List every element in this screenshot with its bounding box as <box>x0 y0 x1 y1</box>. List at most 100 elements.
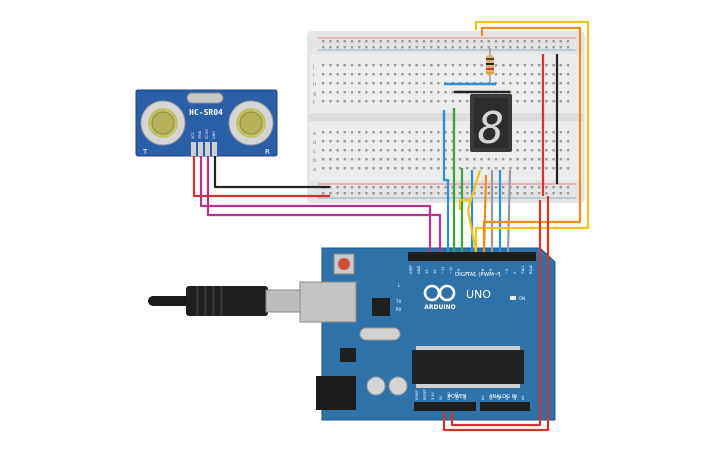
breadboard-hole[interactable] <box>365 40 368 43</box>
breadboard-hole[interactable] <box>466 64 469 67</box>
breadboard-hole[interactable] <box>365 100 368 103</box>
breadboard-hole[interactable] <box>408 192 411 195</box>
breadboard-hole[interactable] <box>444 64 447 67</box>
breadboard-hole[interactable] <box>437 40 440 43</box>
breadboard-hole[interactable] <box>451 192 454 195</box>
breadboard-hole[interactable] <box>559 167 562 170</box>
breadboard-hole[interactable] <box>523 64 526 67</box>
breadboard-hole[interactable] <box>559 140 562 143</box>
breadboard-hole[interactable] <box>365 149 368 152</box>
breadboard-hole[interactable] <box>509 82 512 85</box>
breadboard-hole[interactable] <box>401 167 404 170</box>
breadboard-hole[interactable] <box>422 167 426 170</box>
breadboard-hole[interactable] <box>566 140 570 143</box>
seven-segment-display[interactable]: 8 <box>470 94 512 154</box>
breadboard-hole[interactable] <box>430 91 433 94</box>
breadboard-hole[interactable] <box>358 158 361 161</box>
breadboard-hole[interactable] <box>372 73 375 76</box>
breadboard-hole[interactable] <box>530 167 534 170</box>
breadboard-hole[interactable] <box>358 73 361 76</box>
breadboard-hole[interactable] <box>394 140 397 143</box>
breadboard-hole[interactable] <box>336 186 339 189</box>
breadboard-hole[interactable] <box>343 73 346 76</box>
breadboard-hole[interactable] <box>350 40 354 43</box>
breadboard-hole[interactable] <box>430 46 433 49</box>
breadboard-hole[interactable] <box>523 82 526 85</box>
breadboard-hole[interactable] <box>538 192 541 195</box>
breadboard-hole[interactable] <box>545 167 548 170</box>
breadboard-hole[interactable] <box>480 192 483 195</box>
breadboard-hole[interactable] <box>480 64 483 67</box>
breadboard-hole[interactable] <box>422 131 426 134</box>
reset-button[interactable] <box>333 253 355 275</box>
breadboard-hole[interactable] <box>545 73 548 76</box>
breadboard-hole[interactable] <box>394 158 397 161</box>
breadboard-hole[interactable] <box>408 158 411 161</box>
breadboard-hole[interactable] <box>358 149 361 152</box>
breadboard-hole[interactable] <box>386 186 390 189</box>
breadboard-hole[interactable] <box>545 140 548 143</box>
breadboard-hole[interactable] <box>408 82 411 85</box>
breadboard-hole[interactable] <box>415 167 418 170</box>
breadboard-hole[interactable] <box>372 158 375 161</box>
breadboard-hole[interactable] <box>545 91 548 94</box>
breadboard-hole[interactable] <box>437 149 440 152</box>
breadboard-hole[interactable] <box>322 82 325 85</box>
breadboard-hole[interactable] <box>365 167 368 170</box>
breadboard-hole[interactable] <box>422 140 426 143</box>
breadboard-hole[interactable] <box>329 46 332 49</box>
breadboard-hole[interactable] <box>329 131 332 134</box>
breadboard-hole[interactable] <box>386 46 390 49</box>
breadboard-hole[interactable] <box>451 131 454 134</box>
breadboard-hole[interactable] <box>322 149 325 152</box>
breadboard-hole[interactable] <box>451 149 454 152</box>
breadboard-hole[interactable] <box>444 131 447 134</box>
breadboard-hole[interactable] <box>401 100 404 103</box>
breadboard-hole[interactable] <box>516 149 519 152</box>
breadboard-hole[interactable] <box>480 73 483 76</box>
breadboard-hole[interactable] <box>566 64 570 67</box>
breadboard-hole[interactable] <box>502 73 505 76</box>
breadboard-hole[interactable] <box>394 82 397 85</box>
breadboard-hole[interactable] <box>516 82 519 85</box>
arduino-uno-board[interactable]: ARDUINO UNO DIGITAL (PWM~) POWER ANALOG … <box>299 247 556 421</box>
breadboard-hole[interactable] <box>329 91 332 94</box>
breadboard-hole[interactable] <box>343 82 346 85</box>
breadboard-hole[interactable] <box>559 82 562 85</box>
breadboard-hole[interactable] <box>566 82 570 85</box>
breadboard-hole[interactable] <box>343 40 346 43</box>
breadboard-hole[interactable] <box>415 149 418 152</box>
breadboard-hole[interactable] <box>329 100 332 103</box>
breadboard-hole[interactable] <box>502 186 505 189</box>
breadboard-hole[interactable] <box>516 100 519 103</box>
breadboard-hole[interactable] <box>458 192 462 195</box>
breadboard-hole[interactable] <box>329 40 332 43</box>
breadboard-hole[interactable] <box>444 192 447 195</box>
breadboard-hole[interactable] <box>386 64 390 67</box>
breadboard-hole[interactable] <box>329 186 332 189</box>
breadboard-hole[interactable] <box>545 158 548 161</box>
breadboard-hole[interactable] <box>545 64 548 67</box>
breadboard-hole[interactable] <box>466 167 469 170</box>
breadboard-hole[interactable] <box>509 46 512 49</box>
breadboard-hole[interactable] <box>386 149 390 152</box>
breadboard-hole[interactable] <box>372 140 375 143</box>
breadboard-hole[interactable] <box>559 91 562 94</box>
breadboard-hole[interactable] <box>509 91 512 94</box>
breadboard-hole[interactable] <box>502 167 505 170</box>
breadboard-hole[interactable] <box>480 167 483 170</box>
breadboard-hole[interactable] <box>365 46 368 49</box>
breadboard-hole[interactable] <box>516 131 519 134</box>
breadboard-hole[interactable] <box>379 131 382 134</box>
breadboard-hole[interactable] <box>365 140 368 143</box>
breadboard-hole[interactable] <box>494 167 498 170</box>
breadboard-hole[interactable] <box>516 73 519 76</box>
breadboard-hole[interactable] <box>379 46 382 49</box>
breadboard-hole[interactable] <box>350 158 354 161</box>
breadboard-hole[interactable] <box>336 131 339 134</box>
breadboard-hole[interactable] <box>430 140 433 143</box>
breadboard-hole[interactable] <box>372 40 375 43</box>
breadboard-hole[interactable] <box>422 64 426 67</box>
breadboard-hole[interactable] <box>415 192 418 195</box>
breadboard-hole[interactable] <box>516 40 519 43</box>
